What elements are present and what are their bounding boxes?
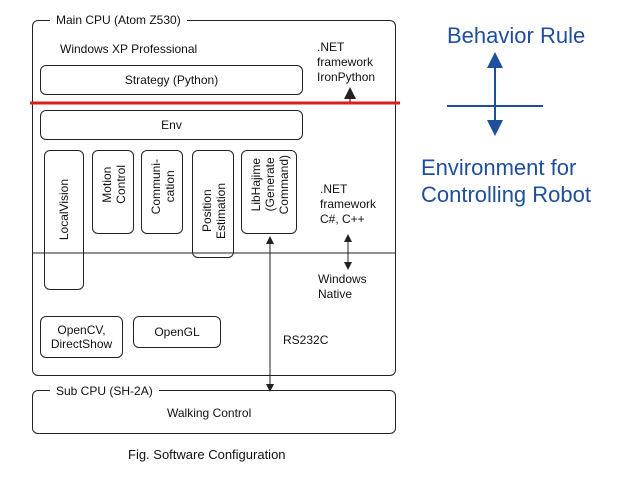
net-ironpython-label: .NET framework IronPython (317, 40, 376, 84)
module-communication: Communi- cation (141, 150, 183, 234)
figure-caption: Fig. Software Configuration (128, 447, 286, 462)
os-label: Windows XP Professional (60, 42, 198, 56)
strategy-label: Strategy (Python) (124, 73, 219, 87)
env-label: Env (161, 118, 182, 132)
opengl-box: OpenGL (133, 316, 221, 348)
opencv-label: OpenCV, DirectShow (50, 323, 113, 351)
module-motion-control: Motion Control (92, 150, 134, 234)
module-localvision: LocalVision (44, 150, 84, 290)
walking-control-label: Walking Control (167, 406, 252, 420)
module-position-estimation: Position Estimation (192, 150, 234, 258)
windows-native-label: Windows Native (318, 272, 367, 301)
opengl-label: OpenGL (154, 325, 200, 339)
env-box: Env (40, 110, 303, 140)
opencv-box: OpenCV, DirectShow (40, 316, 123, 358)
main-cpu-title: Main CPU (Atom Z530) (50, 13, 187, 28)
net-csharp-label: .NET framework C#, C++ (320, 182, 377, 226)
strategy-box: Strategy (Python) (40, 65, 303, 95)
sub-cpu-title: Sub CPU (SH-2A) (50, 384, 159, 399)
module-libhajime: LibHajime (Generate Command) (241, 150, 297, 234)
behavior-rule-label: Behavior Rule (447, 23, 586, 48)
rs232c-label: RS232C (283, 333, 329, 347)
environment-label: Environment for Controlling Robot (421, 155, 591, 207)
